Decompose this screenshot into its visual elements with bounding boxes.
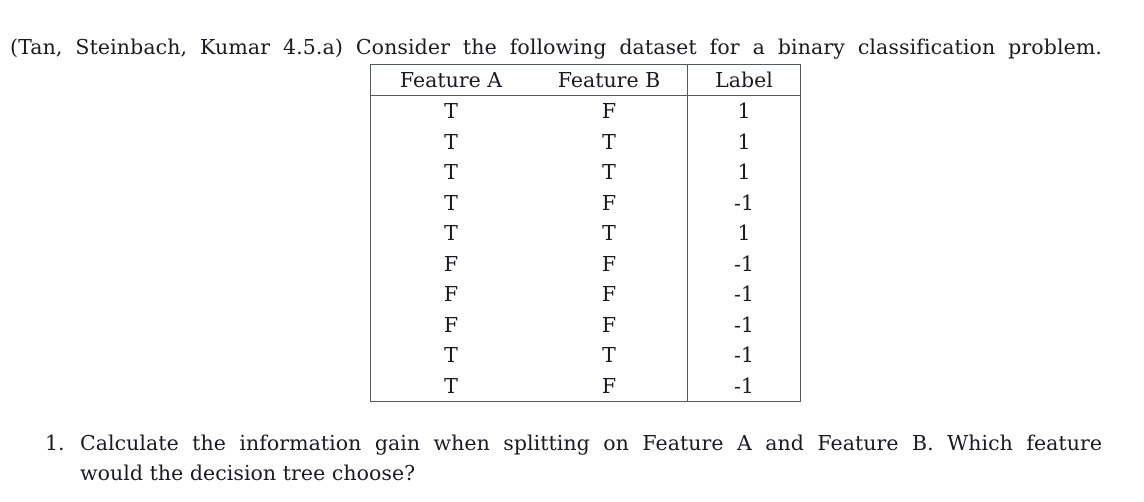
- cell-label: -1: [687, 279, 801, 310]
- table-row: T F -1: [370, 370, 801, 402]
- table-body: T F 1 T T 1 T T 1 T F -1: [370, 95, 801, 402]
- cell-feature-b: F: [601, 190, 617, 215]
- intro-paragraph: (Tan, Steinbach, Kumar 4.5.a) Consider t…: [10, 34, 1102, 59]
- cell-feature-a: F: [370, 279, 531, 310]
- table-row: T T 1: [370, 218, 801, 249]
- cell-feature-b: T: [602, 160, 616, 184]
- cell-feature-a: F: [370, 309, 531, 340]
- cell-feature-b: T: [602, 221, 616, 245]
- table-row: T F -1: [370, 187, 801, 218]
- question-number: 1.: [45, 431, 65, 455]
- table-header-row: Feature A Feature B Label: [370, 64, 801, 96]
- table-row: F F -1: [370, 248, 801, 279]
- table-row: T T 1: [370, 157, 801, 188]
- cell-feature-a: F: [370, 248, 531, 279]
- cell-feature-b: F: [601, 312, 617, 337]
- cell-feature-a: T: [370, 157, 531, 188]
- cell-label: -1: [687, 370, 801, 402]
- table-row: F F -1: [370, 309, 801, 340]
- cell-feature-b: F: [601, 282, 617, 306]
- cell-feature-a: T: [370, 187, 531, 218]
- cell-feature-b: T: [602, 343, 616, 367]
- cell-feature-a: T: [370, 126, 531, 157]
- question-line-2: would the decision tree choose?: [80, 461, 416, 485]
- question-item-1: 1. Calculate the information gain when s…: [45, 428, 1102, 488]
- question-body: Calculate the information gain when spli…: [80, 428, 1102, 488]
- cell-feature-a: T: [370, 370, 531, 402]
- cell-feature-b: T: [602, 129, 616, 154]
- cell-feature-b: F: [601, 251, 617, 276]
- question-line-1: Calculate the information gain when spli…: [80, 431, 1102, 455]
- dataset-table: Feature A Feature B Label T F 1 T T 1 T: [370, 64, 801, 402]
- cell-label: 1: [687, 126, 801, 157]
- table-header: Feature A Feature B Label: [370, 64, 801, 96]
- column-header-label: Label: [687, 64, 801, 96]
- cell-feature-b: F: [531, 370, 688, 402]
- column-header-feature-b: Feature B: [531, 64, 688, 96]
- cell-feature-b: F: [601, 99, 617, 123]
- table-row: F F -1: [370, 279, 801, 310]
- cell-label: -1: [687, 309, 801, 340]
- dataset-table-container: Feature A Feature B Label T F 1 T T 1 T: [370, 64, 801, 402]
- table-row: T T -1: [370, 340, 801, 371]
- cell-feature-a: T: [370, 218, 531, 249]
- cell-label: -1: [687, 340, 801, 371]
- cell-label: 1: [687, 95, 801, 127]
- cell-feature-a: T: [370, 95, 531, 127]
- cell-label: 1: [687, 157, 801, 188]
- table-row: T F 1: [370, 95, 801, 127]
- cell-feature-a: T: [370, 340, 531, 371]
- cell-label: -1: [687, 248, 801, 279]
- cell-label: -1: [687, 187, 801, 218]
- column-header-feature-a: Feature A: [370, 64, 531, 96]
- cell-label: 1: [687, 218, 801, 249]
- table-row: T T 1: [370, 126, 801, 157]
- question-list: 1. Calculate the information gain when s…: [45, 428, 1102, 488]
